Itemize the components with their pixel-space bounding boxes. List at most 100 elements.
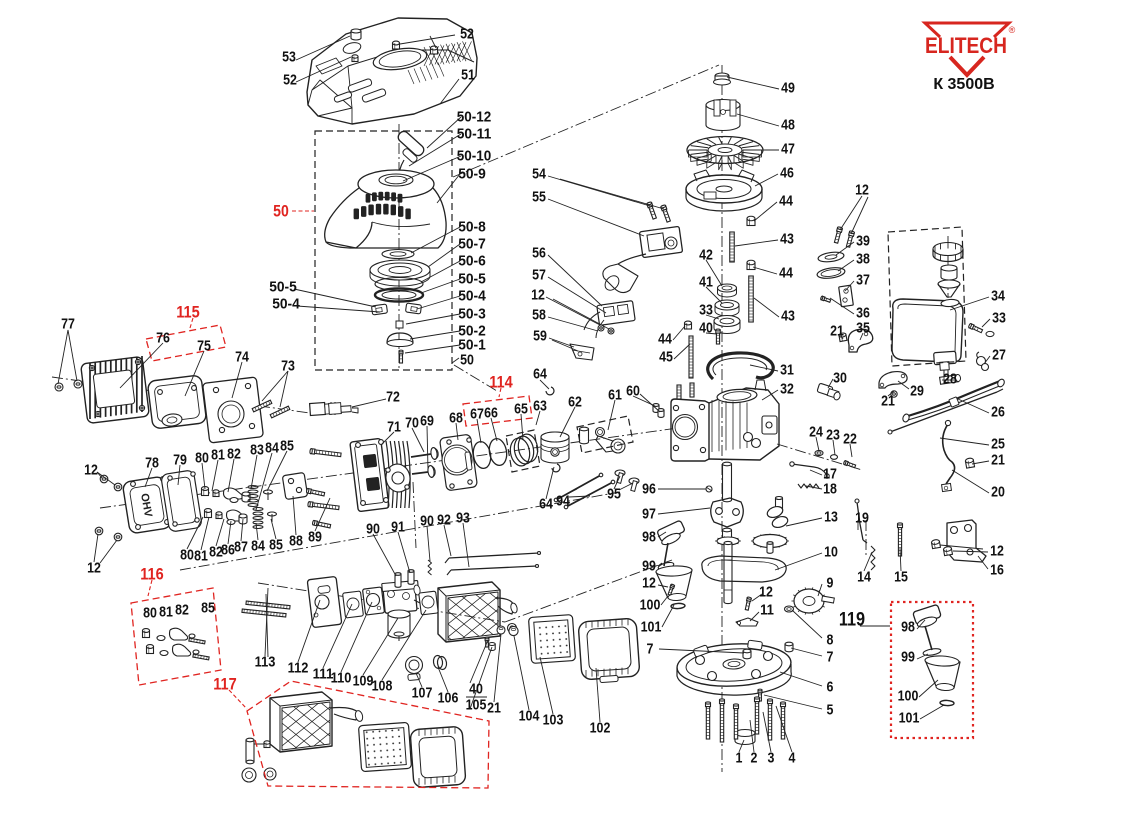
part-label-50-4: 50-4 (272, 296, 300, 313)
part-90-spring (427, 559, 432, 576)
leader-line (734, 239, 779, 247)
part-label-84: 84 (265, 440, 279, 457)
part-37-plate (838, 284, 854, 308)
leader-line (427, 243, 461, 268)
part-label-103: 103 (543, 712, 564, 729)
part-13-camshaft (751, 495, 789, 554)
part-label-39: 39 (856, 233, 870, 250)
part-75-muffler (147, 375, 207, 429)
part-label-54: 54 (532, 166, 546, 183)
leader-line (231, 361, 243, 399)
leader-line (844, 280, 855, 292)
leader-line (817, 583, 823, 597)
registered-mark: ® (1009, 25, 1016, 35)
part-72-spark-plug (308, 401, 359, 417)
part-17-link (789, 461, 830, 479)
part-label-50-6: 50-6 (458, 253, 486, 270)
part-108-gasket (418, 590, 439, 616)
leader-line (939, 437, 990, 446)
part-label-29: 29 (910, 383, 924, 400)
part-45-stud (688, 335, 694, 379)
part-22-bolt (843, 460, 857, 469)
part-label-79: 79 (173, 452, 187, 469)
leader-line (705, 286, 723, 304)
part-label-10: 10 (824, 544, 838, 561)
leader-line (547, 254, 603, 307)
leader-line (753, 201, 778, 222)
part-label-51: 51 (461, 67, 475, 84)
part-label-8: 8 (827, 632, 834, 649)
leader-line (415, 672, 423, 688)
axis-line (452, 64, 720, 178)
leader-line (295, 35, 351, 61)
leader-line (749, 611, 760, 622)
part-label-43: 43 (780, 231, 794, 248)
part-label-50-8: 50-8 (458, 219, 486, 236)
leader-line (761, 389, 779, 401)
part-90-91-shafts (394, 569, 415, 588)
leader-line (404, 344, 461, 354)
part-label-66: 66 (484, 405, 498, 422)
part-12-bolt-c (744, 596, 752, 611)
leader-line (897, 380, 910, 390)
part-41-bearing (714, 299, 740, 317)
part-label-107: 107 (412, 685, 433, 702)
part-label-21: 21 (830, 323, 844, 340)
part-31-oil-seal (706, 351, 775, 381)
leader-line (409, 330, 461, 340)
leader-line (809, 469, 823, 476)
part-24-washer (814, 449, 824, 457)
part-label-44: 44 (658, 331, 672, 348)
leader-line (790, 647, 823, 657)
leader-line (657, 584, 669, 588)
model-name: К 3500В (933, 76, 994, 93)
part-42-oil-seal (716, 283, 738, 298)
part-label-77: 77 (61, 316, 75, 333)
leader-line (552, 298, 610, 330)
part-label-80: 80 (143, 605, 157, 622)
leader-line (443, 524, 452, 557)
part-label-94: 94 (556, 493, 570, 510)
part-label-90: 90 (420, 513, 434, 530)
leader-line (562, 488, 578, 497)
part-label-27: 27 (992, 347, 1006, 364)
leader-line (736, 113, 780, 127)
part-117-filter-element (358, 721, 412, 773)
leader-line (618, 482, 634, 491)
leader-line (754, 173, 779, 187)
part-label-67: 67 (470, 406, 484, 423)
leader-line (672, 325, 686, 341)
leader-line (952, 550, 989, 553)
part-label-83: 83 (250, 442, 264, 459)
leader-line (255, 522, 259, 541)
leader-line (981, 318, 991, 328)
leader-line (705, 259, 723, 287)
part-label-7: 7 (647, 641, 654, 658)
part-label-15: 15 (894, 569, 908, 586)
part-9-governor-gear (791, 587, 835, 615)
part-label-73: 73 (281, 358, 295, 375)
part-95-tappets (614, 469, 640, 492)
part-12-bolt-d (667, 583, 676, 596)
part-label-52: 52 (460, 26, 474, 43)
group-114-box (462, 395, 533, 427)
part-label-3: 3 (768, 750, 775, 767)
part-label-69: 69 (420, 413, 434, 430)
part-label-48: 48 (781, 117, 795, 134)
group-50-box (314, 130, 453, 371)
part-label-64: 64 (539, 496, 553, 513)
leader-line (547, 316, 599, 332)
part-label-50-10: 50-10 (457, 148, 492, 165)
part-label-30: 30 (833, 370, 847, 387)
leader-line (547, 175, 651, 207)
leader-line (436, 173, 461, 204)
leader-line (96, 471, 116, 486)
part-label-64: 64 (533, 366, 547, 383)
part-label-60: 60 (626, 383, 640, 400)
part-97-crankshaft (710, 461, 744, 605)
leader-line (837, 259, 855, 272)
leader-line (476, 418, 482, 444)
part-label-26: 26 (991, 404, 1005, 421)
part-label-85: 85 (269, 537, 283, 554)
part-label-42: 42 (699, 247, 713, 264)
